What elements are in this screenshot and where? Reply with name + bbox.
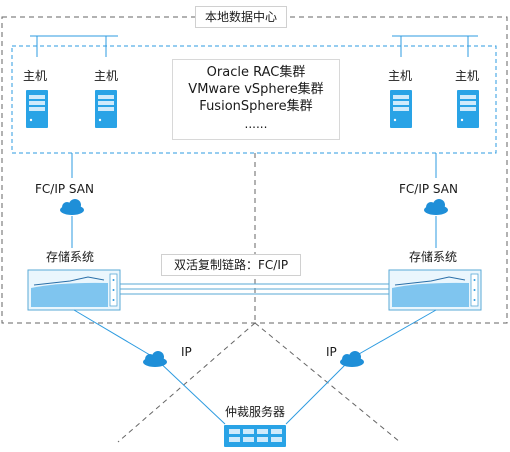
divider-left-diagonal [117, 322, 256, 443]
san-label-left: FC/IP SAN [35, 182, 94, 196]
server-icon [390, 90, 412, 128]
cluster-list-box: Oracle RAC集群 VMware vSphere集群 FusionSphe… [172, 59, 340, 140]
host-label: 主机 [388, 69, 413, 83]
ip-label-left: IP [181, 345, 192, 359]
host-zone-boundary [11, 45, 497, 154]
storage-label-right: 存储系统 [409, 250, 458, 264]
storage-label-left: 存储系统 [46, 250, 95, 264]
san-label-right: FC/IP SAN [399, 182, 458, 196]
server-icon [457, 90, 479, 128]
right-ip-link-quorum [285, 357, 353, 425]
ip-label-right: IP [326, 345, 337, 359]
left-ip-link-quorum [154, 357, 226, 425]
server-icon [26, 90, 48, 128]
host-label: 主机 [455, 69, 480, 83]
quorum-server-icon [224, 425, 286, 447]
cloud-icon [424, 199, 448, 215]
replication-label: 双活复制链路：FC/IP [161, 254, 302, 276]
cluster-line-more: ...... [244, 117, 268, 131]
cloud-icon [143, 351, 167, 367]
storage-array-icon [388, 269, 482, 311]
storage-array-icon [27, 269, 121, 311]
cluster-line-fusionsphere: FusionSphere集群 [199, 99, 313, 114]
left-ip-link [73, 309, 156, 359]
host-label: 主机 [94, 69, 119, 83]
cluster-line-vmware: VMware vSphere集群 [188, 82, 324, 97]
server-icon [95, 90, 117, 128]
host-label: 主机 [23, 69, 48, 83]
right-ip-link [351, 309, 437, 359]
quorum-label: 仲裁服务器 [225, 405, 286, 419]
cloud-icon [60, 199, 84, 215]
cluster-line-oracle: Oracle RAC集群 [206, 65, 306, 80]
cloud-icon [340, 351, 364, 367]
datacenter-title: 本地数据中心 [195, 6, 288, 28]
